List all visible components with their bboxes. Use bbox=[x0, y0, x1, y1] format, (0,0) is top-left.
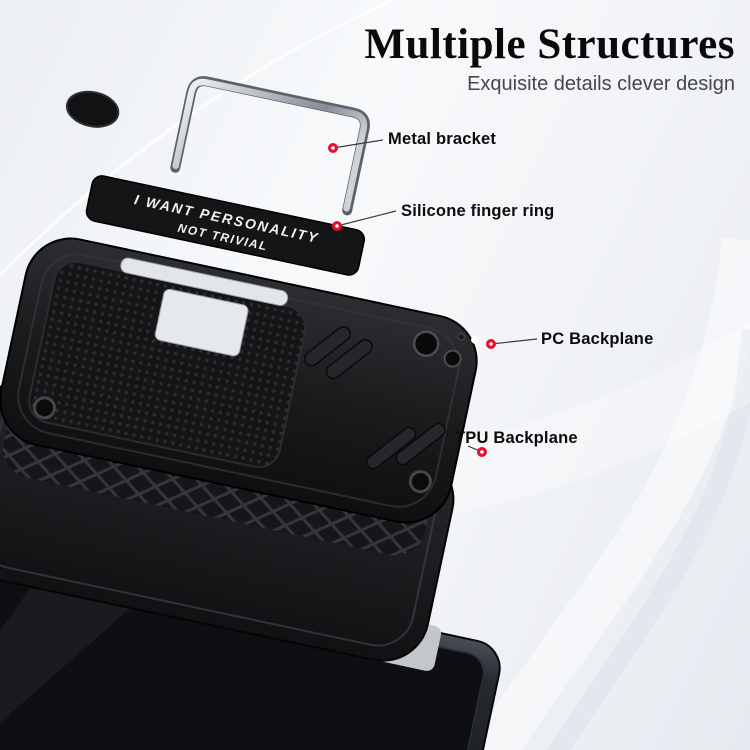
callout-lines bbox=[328, 139, 538, 457]
callout-label-pc-backplane: PC Backplane bbox=[541, 330, 654, 348]
page-title: Multiple Structures bbox=[364, 21, 735, 68]
page-subtitle: Exquisite details clever design bbox=[467, 73, 735, 96]
callout-label-metal-bracket: Metal bracket bbox=[388, 130, 497, 148]
kickstand-window bbox=[154, 288, 249, 357]
callout-dot-silicone-finger-ring bbox=[332, 221, 342, 231]
callout-label-silicone-finger-ring: Silicone finger ring bbox=[401, 202, 555, 220]
pc-armor-ridges bbox=[303, 326, 446, 470]
kickstand-button bbox=[65, 90, 120, 128]
callout-label-tpu-backplane: TPU Backplane bbox=[455, 429, 578, 447]
kickstand-slot bbox=[120, 257, 289, 306]
pc-corner-screw bbox=[408, 470, 432, 494]
callout-dot-pc-backplane bbox=[486, 339, 496, 349]
pc-corner-dot bbox=[471, 335, 480, 344]
title-block: Multiple Structures Exquisite details cl… bbox=[364, 22, 735, 96]
callout-dot-tpu-backplane bbox=[477, 447, 487, 457]
metal-bracket-part bbox=[65, 76, 370, 216]
callout-dot-metal-bracket bbox=[328, 143, 338, 153]
pc-corner-screw bbox=[33, 396, 57, 420]
camera-cutout bbox=[412, 330, 466, 368]
pc-backplane-layer bbox=[0, 237, 480, 524]
